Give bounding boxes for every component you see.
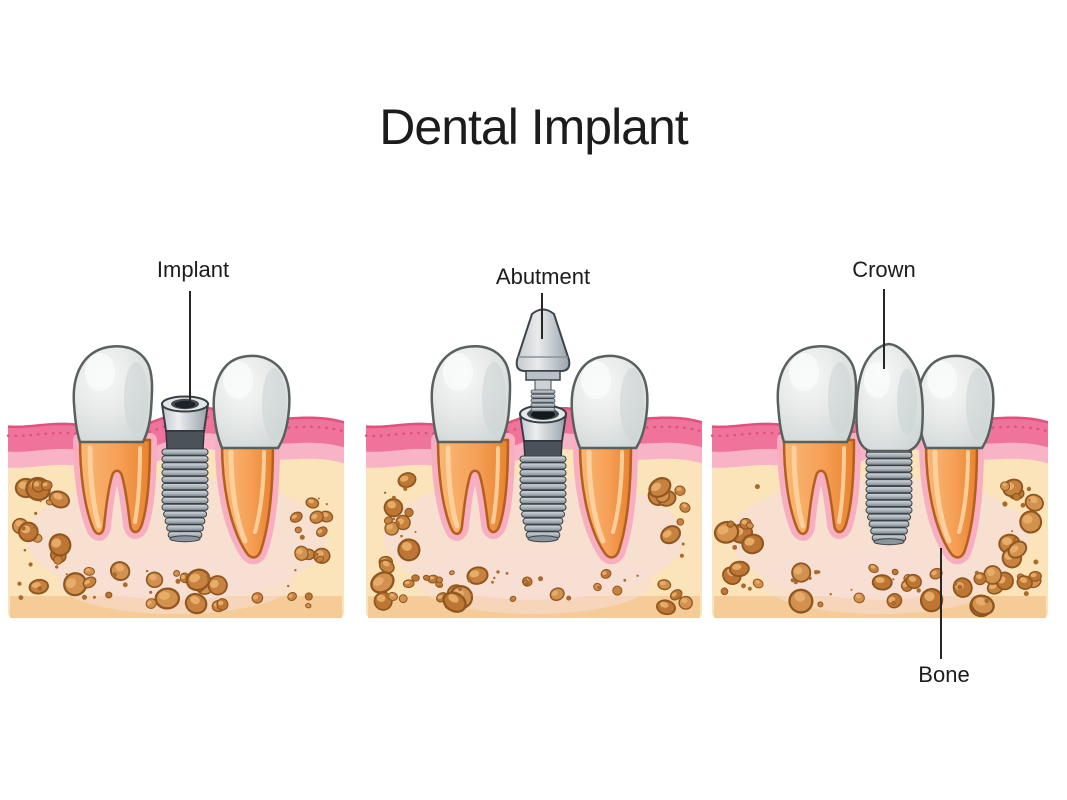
panel-abutment-stage xyxy=(364,300,704,620)
abutment-part xyxy=(515,308,571,412)
neighbor-tooth xyxy=(430,345,515,541)
abutment-leader-line xyxy=(541,293,543,339)
neighbor-tooth xyxy=(570,354,649,565)
bone-spots xyxy=(370,472,693,616)
panel-implant-stage xyxy=(6,300,346,620)
abutment-label: Abutment xyxy=(495,264,591,289)
panel-crown-stage xyxy=(710,300,1050,620)
crown-leader-line xyxy=(883,289,885,369)
neighbor-tooth xyxy=(916,354,995,565)
bone-leader-line xyxy=(940,548,942,659)
bone-spots xyxy=(12,476,334,615)
figure-title: Dental Implant xyxy=(379,99,688,155)
crown-label: Crown xyxy=(852,257,916,282)
neighbor-tooth xyxy=(72,345,157,541)
bone-spots xyxy=(713,478,1044,618)
implant-crown xyxy=(855,342,924,546)
implant-label: Implant xyxy=(156,257,230,282)
neighbor-tooth xyxy=(776,345,861,541)
implant-leader-line xyxy=(189,291,191,406)
implant-fixture xyxy=(160,395,210,543)
bone-label: Bone xyxy=(918,662,970,687)
implant-fixture xyxy=(518,404,568,543)
neighbor-tooth xyxy=(212,354,291,565)
